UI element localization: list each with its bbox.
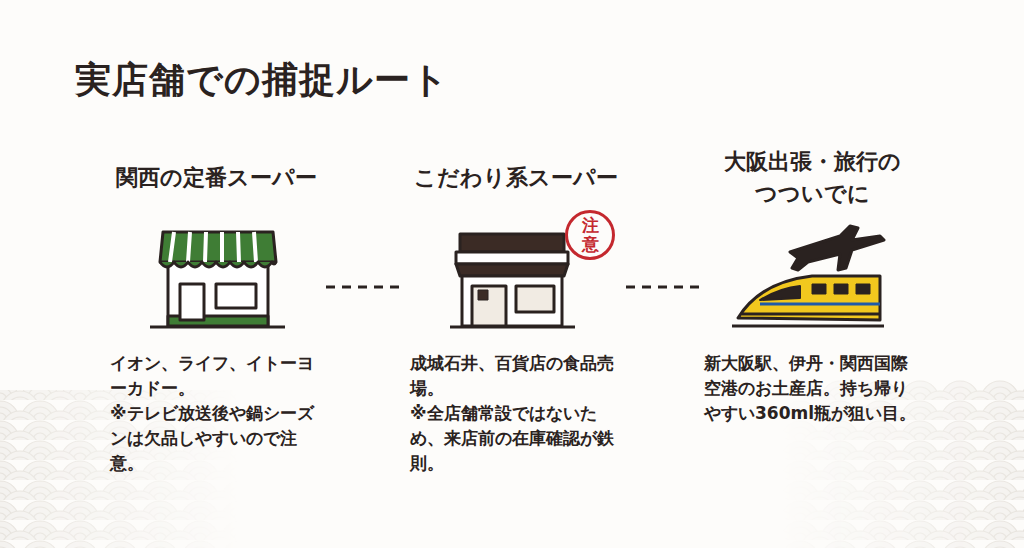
- specialty-shop-icon: [450, 234, 575, 327]
- route-column: 大阪出張・旅行のつついでに新大阪駅、伊丹・関西国際空港のお土産店。持ち帰りやすい…: [704, 146, 920, 426]
- column-heading: 関西の定番スーパー: [110, 146, 322, 210]
- page-title: 実店舗での捕捉ルート: [75, 56, 449, 105]
- column-note: ※全店舗常設ではないため、来店前の在庫確認が鉄則。: [410, 401, 622, 476]
- column-body: イオン、ライフ、イトーヨーカドー。: [110, 351, 322, 401]
- column-body: 新大阪駅、伊丹・関西国際空港のお土産店。持ち帰りやすい360ml瓶が狙い目。: [704, 351, 920, 426]
- dashed-connector: [326, 286, 406, 289]
- route-column: 関西の定番スーパーイオン、ライフ、イトーヨーカドー。※テレビ放送後や鍋シーズンは…: [110, 146, 322, 476]
- dashed-connector: [626, 286, 700, 289]
- route-column: こだわり系スーパー成城石井、百貨店の食品売場。※全店舗常設ではないため、来店前の…: [410, 146, 622, 476]
- column-body: 成城石井、百貨店の食品売場。: [410, 351, 622, 401]
- train-plane-icon: [732, 226, 884, 326]
- column-note: ※テレビ放送後や鍋シーズンは欠品しやすいので注意。: [110, 401, 322, 476]
- supermarket-icon: [150, 232, 285, 327]
- column-heading: 大阪出張・旅行のつついでに: [714, 146, 910, 210]
- stamp-text: 注意: [582, 216, 599, 253]
- caution-stamp: 注意: [565, 210, 615, 260]
- column-heading: こだわり系スーパー: [410, 146, 622, 210]
